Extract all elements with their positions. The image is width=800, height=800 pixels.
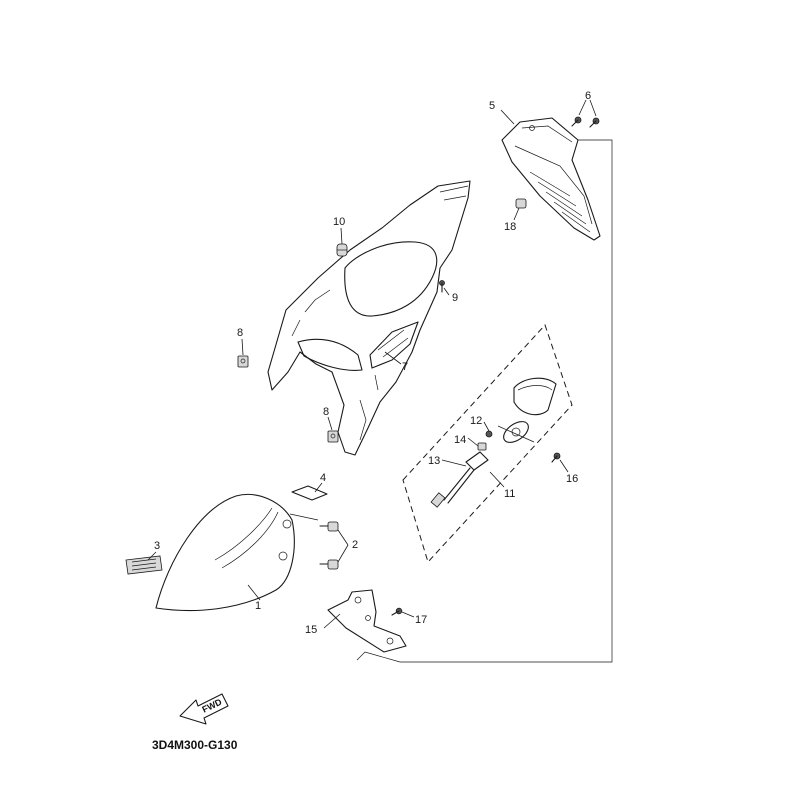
callout-17: 17 bbox=[415, 614, 427, 626]
callout-11: 11 bbox=[504, 488, 515, 500]
bracket-15 bbox=[327, 589, 407, 653]
callout-9: 9 bbox=[452, 292, 458, 304]
callout-7: 7 bbox=[402, 361, 408, 373]
bolt-set-2 bbox=[319, 521, 339, 570]
side-cowling-part bbox=[267, 180, 471, 456]
callout-10: 10 bbox=[333, 216, 345, 228]
callout-12: 12 bbox=[470, 415, 482, 427]
light-cowl-part bbox=[501, 117, 601, 241]
clip-nut-8b bbox=[327, 430, 339, 443]
assembly-reference-lines bbox=[356, 139, 613, 663]
callout-8b: 8 bbox=[323, 406, 329, 418]
emblem-3 bbox=[125, 555, 163, 575]
callout-16: 16 bbox=[566, 473, 578, 485]
callout-13: 13 bbox=[428, 455, 440, 467]
callout-4: 4 bbox=[320, 472, 326, 484]
diagram-code: 3D4M300-G130 bbox=[152, 738, 238, 752]
callout-2: 2 bbox=[352, 539, 358, 551]
label-4 bbox=[291, 485, 328, 501]
clip-nut-8a bbox=[237, 355, 249, 368]
screw-16 bbox=[551, 452, 561, 463]
callout-8a: 8 bbox=[237, 327, 243, 339]
callout-6: 6 bbox=[585, 90, 591, 102]
screw-9 bbox=[439, 280, 445, 293]
callout-1: 1 bbox=[255, 600, 261, 612]
callout-14: 14 bbox=[454, 434, 466, 446]
screw-set-6 bbox=[571, 116, 600, 128]
callout-3: 3 bbox=[154, 540, 160, 552]
bulb-12 bbox=[485, 430, 493, 438]
cable-13 bbox=[430, 451, 489, 508]
callout-15: 15 bbox=[305, 624, 317, 636]
leader-lines bbox=[147, 99, 597, 629]
fwd-arrow-icon: FWD bbox=[179, 693, 229, 725]
front-fender-part bbox=[155, 493, 319, 612]
callout-18: 18 bbox=[504, 221, 516, 233]
meter-assembly-11 bbox=[402, 324, 573, 563]
screw-17 bbox=[391, 607, 403, 616]
callout-labels: 1 2 3 4 5 6 7 8 8 9 10 11 12 13 14 15 16… bbox=[154, 90, 591, 636]
grommet-10 bbox=[336, 243, 348, 257]
socket-14 bbox=[477, 442, 487, 451]
nut-18 bbox=[515, 198, 527, 209]
callout-5: 5 bbox=[489, 100, 495, 112]
